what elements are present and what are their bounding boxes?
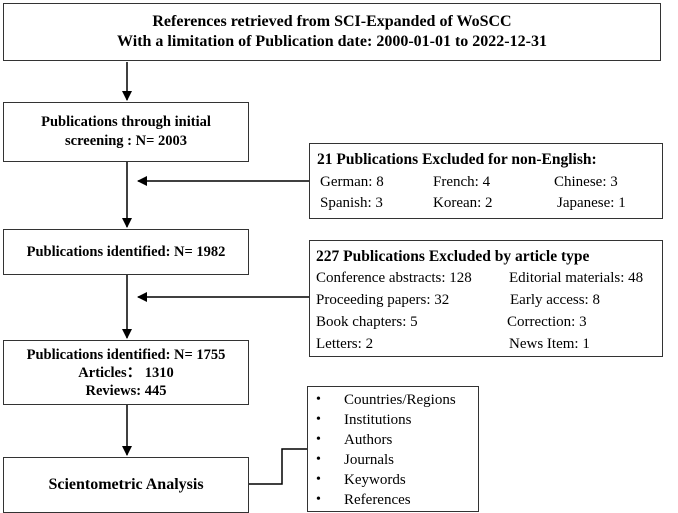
exclude-type-item: Proceeding papers: 32 bbox=[316, 292, 450, 308]
analysis-line-1: Scientometric Analysis bbox=[48, 476, 204, 493]
exclude-type-box: 227 Publications Excluded by article typ… bbox=[309, 240, 663, 357]
exclude-language-box: 21 Publications Excluded for non-English… bbox=[309, 143, 663, 219]
identified2-line-1: Publications identified: N= 1755 bbox=[26, 346, 226, 363]
dimension-item: Authors bbox=[344, 432, 393, 448]
exclude-type-item: Editorial materials: 48 bbox=[509, 270, 644, 286]
initial-line-2: screening : N= 2003 bbox=[65, 133, 187, 149]
source-line-2: With a limitation of Publication date: 2… bbox=[117, 33, 547, 50]
bullet-icon: • bbox=[316, 392, 321, 407]
bullet-icon: • bbox=[316, 492, 321, 507]
identified1-line-1: Publications identified: N= 1982 bbox=[26, 243, 226, 260]
source-line-1: References retrieved from SCI-Expanded o… bbox=[152, 13, 512, 30]
exclude-language-item: German: 8 bbox=[320, 174, 384, 190]
bullet-icon: • bbox=[316, 472, 321, 487]
dimension-item: References bbox=[344, 492, 411, 508]
analysis-box: Scientometric Analysis bbox=[3, 457, 249, 513]
bullet-icon: • bbox=[316, 452, 321, 467]
identified-1755-box: Publications identified: N= 1755 Article… bbox=[3, 340, 249, 405]
analysis-dimensions-box: • Countries/Regions • Institutions • Aut… bbox=[307, 386, 479, 512]
exclude-type-item: Book chapters: 5 bbox=[316, 314, 418, 330]
dimension-item: Countries/Regions bbox=[344, 392, 456, 408]
exclude-language-item: French: 4 bbox=[433, 174, 491, 190]
dimension-item: Institutions bbox=[344, 412, 412, 428]
bullet-icon: • bbox=[316, 432, 321, 447]
bullet-icon: • bbox=[316, 412, 321, 427]
exclude-language-item: Chinese: 3 bbox=[554, 174, 618, 190]
exclude-type-item: Correction: 3 bbox=[507, 314, 587, 330]
connector-analysis-to-list bbox=[248, 448, 307, 485]
source-box: References retrieved from SCI-Expanded o… bbox=[3, 3, 661, 61]
exclude-language-item: Spanish: 3 bbox=[320, 195, 383, 211]
exclude-type-item: Early access: 8 bbox=[510, 292, 600, 308]
exclude-language-title: 21 Publications Excluded for non-English… bbox=[317, 151, 597, 168]
identified2-line-2: Articles： 1310 bbox=[78, 364, 174, 381]
initial-line-1: Publications through initial bbox=[41, 114, 211, 130]
exclude-type-item: Conference abstracts: 128 bbox=[316, 270, 472, 286]
exclude-type-title: 227 Publications Excluded by article typ… bbox=[316, 248, 590, 265]
identified-1982-box: Publications identified: N= 1982 bbox=[3, 229, 249, 275]
exclude-language-item: Korean: 2 bbox=[433, 195, 493, 211]
dimension-item: Journals bbox=[344, 452, 394, 468]
dimension-item: Keywords bbox=[344, 472, 406, 488]
exclude-type-item: Letters: 2 bbox=[316, 336, 374, 352]
exclude-language-item: Japanese: 1 bbox=[557, 195, 626, 211]
initial-screening-box: Publications through initial screening :… bbox=[3, 102, 249, 162]
identified2-line-3: Reviews: 445 bbox=[85, 382, 167, 399]
exclude-type-item: News Item: 1 bbox=[509, 336, 590, 352]
